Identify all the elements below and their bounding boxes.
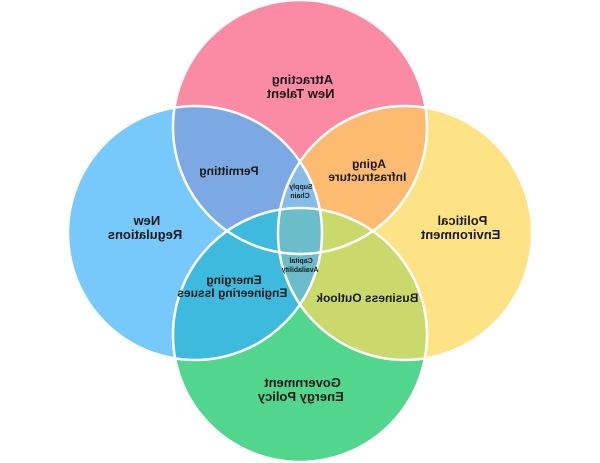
label-emerging-engineering-issues: Emerging Engineering Issues [177,273,287,300]
label-capital-availability: Capital Availability [282,258,319,274]
circle-outlines [66,0,534,463]
label-aging-infrastructure: Aging Infrastructure [328,157,406,184]
label-new-regulations: New Regulations [108,213,182,242]
label-business-outlook: Business Outlook [316,291,418,305]
label-government-energy-policy: Government Energy Policy [257,375,344,404]
label-attracting-new-talent: Attracting New Talent [266,72,334,101]
label-supply-chain: Supply Chain [287,184,312,200]
label-permitting: Permitting [199,164,258,178]
label-political-environment: Political Environment [420,213,500,242]
